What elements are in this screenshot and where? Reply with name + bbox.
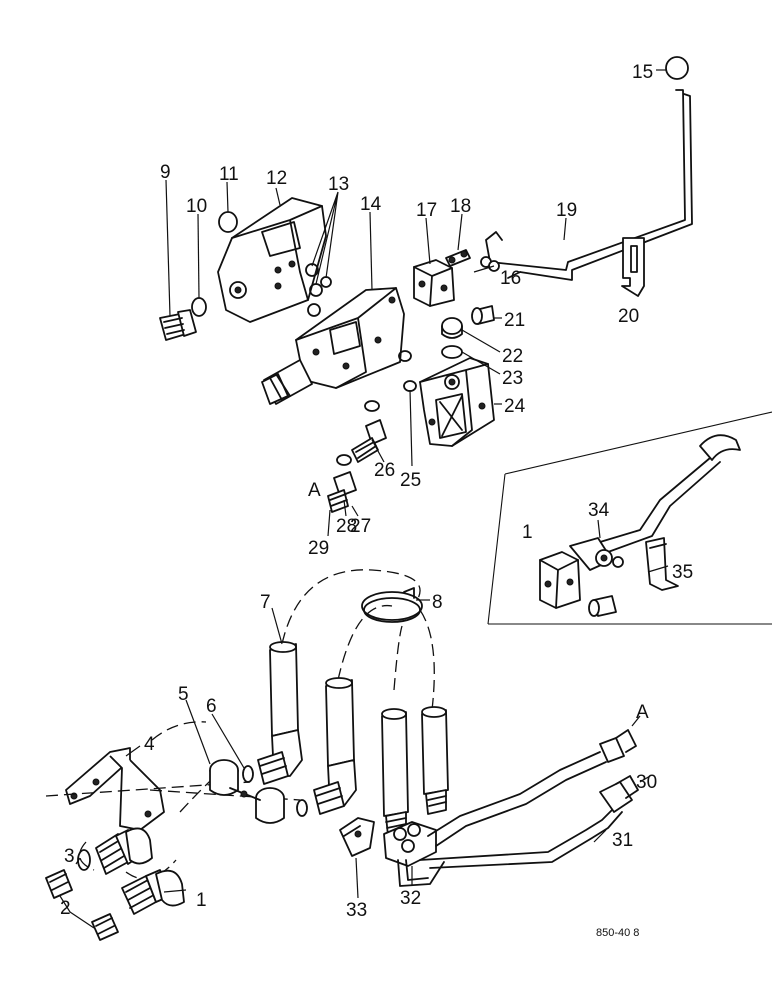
- inset-bracket-17: [539, 551, 581, 609]
- o-ring-23: [441, 345, 463, 359]
- hose-6-assembly: [313, 677, 357, 815]
- inset-bracket-35: [645, 537, 679, 591]
- label-6: 6: [206, 696, 217, 717]
- link-18: [445, 249, 471, 267]
- tube-30: [427, 729, 637, 847]
- label-28: 28: [336, 516, 357, 537]
- o-rings-25: [398, 350, 417, 392]
- hose-7: [257, 641, 303, 785]
- washer-3: [77, 849, 91, 871]
- bracket-4: [65, 747, 165, 831]
- label-32: 32: [400, 888, 421, 909]
- tube-32-branch: [397, 859, 445, 887]
- label-22: 22: [502, 346, 523, 367]
- pin-21: [471, 305, 495, 325]
- label-21: 21: [504, 310, 525, 331]
- lever-knob-15: [665, 56, 689, 80]
- label-2: 2: [60, 898, 71, 919]
- label-17: 17: [416, 200, 437, 221]
- inset-pin: [588, 595, 617, 617]
- end-section-24: [419, 357, 495, 447]
- plug-22: [441, 317, 463, 339]
- coupler-upper: [95, 827, 153, 875]
- label-29: 29: [308, 538, 329, 559]
- hose-routing-dashed: [78, 569, 435, 880]
- label-5: 5: [178, 684, 189, 705]
- control-lever-19: [485, 89, 693, 281]
- label-4: 4: [144, 734, 155, 755]
- o-ring-10: [191, 297, 207, 317]
- label-20: 20: [618, 306, 639, 327]
- end-cover-12: [217, 197, 327, 323]
- label-10: 10: [186, 196, 207, 217]
- leader-lines: [59, 69, 669, 929]
- clamp-8: [361, 587, 423, 623]
- slotted-plate-20: [621, 237, 645, 297]
- tube-31: [419, 775, 639, 869]
- inset-marker: 1: [522, 522, 533, 543]
- hose-vertical-a: [381, 708, 409, 837]
- bracket-17: [413, 259, 455, 307]
- label-8: 8: [432, 592, 443, 613]
- label-35: 35: [672, 562, 693, 583]
- label-33: 33: [346, 900, 367, 921]
- plug-2-lower: [91, 913, 119, 941]
- fitting-9: [159, 309, 197, 341]
- valve-body-14: [261, 287, 405, 405]
- label-30: 30: [636, 772, 657, 793]
- clamp-5: [209, 759, 285, 824]
- label-31: 31: [612, 830, 633, 851]
- label-18: 18: [450, 196, 471, 217]
- label-26: 26: [374, 460, 395, 481]
- figure-code: 850-40 8: [596, 927, 639, 939]
- label-25: 25: [400, 470, 421, 491]
- label-9: 9: [160, 162, 171, 183]
- label-1: 1: [196, 890, 207, 911]
- elbow-fitting-27: [327, 454, 357, 513]
- manifold-32: [383, 821, 437, 867]
- label-23: 23: [502, 368, 523, 389]
- label-7: 7: [260, 592, 271, 613]
- elbow-fitting-26: [351, 400, 387, 463]
- label-24: 24: [504, 396, 526, 417]
- ref-marker-a-upper: A: [308, 480, 321, 501]
- label-34: 34: [588, 500, 610, 521]
- hose-vertical-b: [421, 706, 449, 815]
- o-ring-11: [218, 211, 238, 233]
- ref-marker-a-lower: A: [636, 702, 649, 723]
- inset-frame: [487, 411, 772, 625]
- label-14: 14: [360, 194, 382, 215]
- label-13: 13: [328, 174, 349, 195]
- part-labels: 1 2 3 4 5 6 7 8 9 10 11 12 13 14 15 16 1…: [60, 62, 693, 921]
- label-19: 19: [556, 200, 577, 221]
- bracket-33: [339, 817, 375, 857]
- label-16: 16: [500, 268, 521, 289]
- inset-lever-34: [569, 434, 741, 571]
- label-12: 12: [266, 168, 287, 189]
- label-3: 3: [64, 846, 75, 867]
- label-27: 27: [350, 516, 371, 537]
- label-11: 11: [219, 164, 239, 185]
- plug-2-upper: [45, 869, 73, 899]
- label-15: 15: [632, 62, 653, 83]
- coupler-lower: [121, 869, 185, 915]
